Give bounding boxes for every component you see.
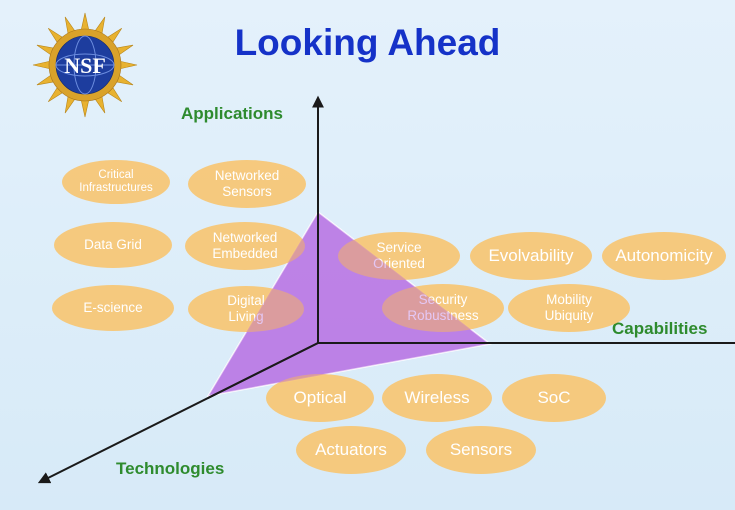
nsf-logo: NSF [32, 12, 138, 118]
application-data-grid: Data Grid [54, 222, 172, 268]
technology-actuators: Actuators [296, 426, 406, 474]
technology-optical: Optical [266, 374, 374, 422]
capability-mobility-ubiquity: Mobility Ubiquity [508, 284, 630, 332]
application-networked-sensors: Networked Sensors [188, 160, 306, 208]
application-digital-living: Digital Living [188, 286, 304, 332]
technology-sensors: Sensors [426, 426, 536, 474]
axis-label-capabilities: Capabilities [612, 319, 708, 338]
application-critical-infrastructures: Critical Infrastructures [62, 160, 170, 204]
capability-security-robustness: Security Robustness [382, 284, 504, 332]
capability-evolvability: Evolvability [470, 232, 592, 280]
capability-autonomicity: Autonomicity [602, 232, 726, 280]
application-e-science: E-science [52, 285, 174, 331]
axis-label-applications: Applications [181, 104, 284, 123]
axis-label-technologies: Technologies [116, 459, 225, 478]
technology-soc: SoC [502, 374, 606, 422]
application-networked-embedded: Networked Embedded [185, 222, 305, 270]
technology-wireless: Wireless [382, 374, 492, 422]
nsf-logo-text: NSF [64, 53, 106, 78]
capability-service-oriented: Service Oriented [338, 232, 460, 280]
page-title: Looking Ahead [234, 22, 501, 63]
